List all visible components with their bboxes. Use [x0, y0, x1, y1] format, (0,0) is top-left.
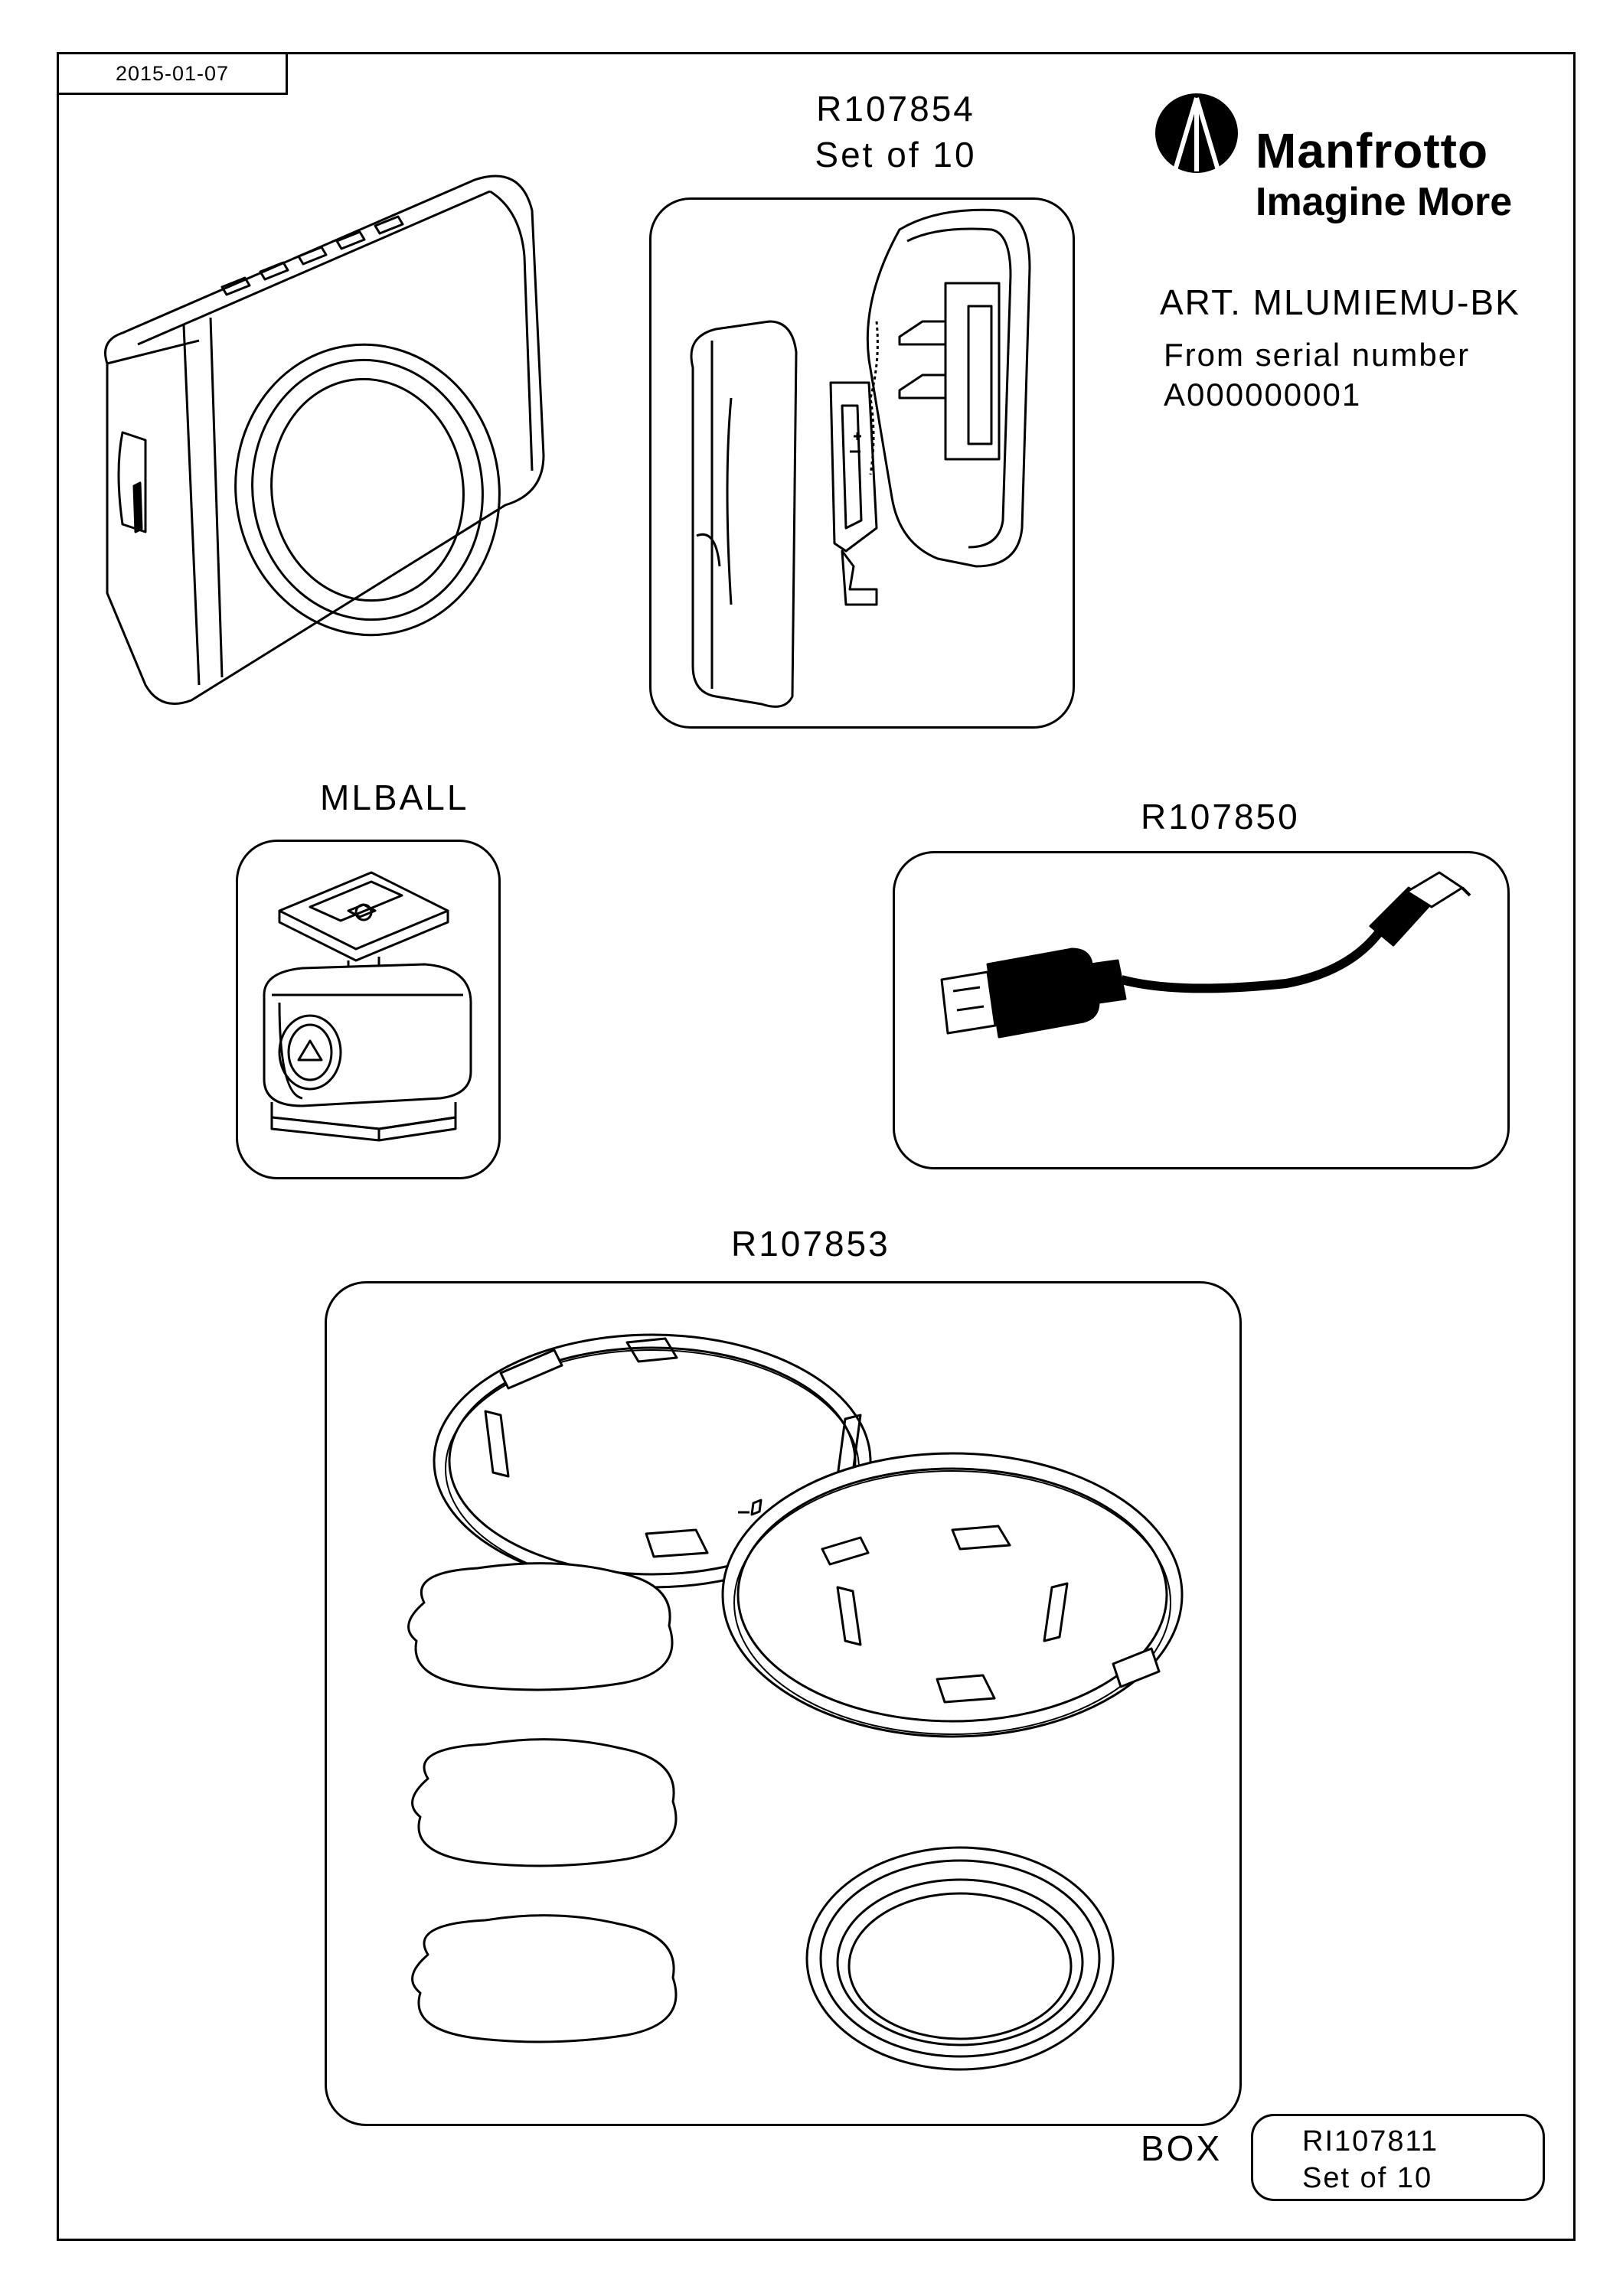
diffuser-set-illustration — [325, 1281, 1242, 2126]
mlball-code: MLBALL — [320, 778, 469, 817]
r107850-code: R107850 — [1141, 797, 1300, 837]
mlball-panel — [236, 840, 501, 1179]
r107854-panel — [649, 197, 1075, 729]
ball-head-illustration — [256, 865, 478, 1156]
r107853-code: R107853 — [731, 1224, 890, 1264]
battery-cover-illustration — [670, 207, 1060, 712]
drawing-frame — [57, 52, 1576, 2241]
box-qty: Set of 10 — [1302, 2162, 1433, 2194]
box-code: RI107811 — [1302, 2125, 1438, 2157]
r107854-code: R107854 — [816, 89, 975, 129]
article-code: ART. MLUMIEMU-BK — [1160, 282, 1520, 322]
r107854-qty: Set of 10 — [815, 135, 977, 174]
usb-cable-illustration — [934, 872, 1485, 1125]
manfrotto-logo-icon — [1155, 93, 1238, 173]
r107853-panel — [325, 1281, 1242, 2126]
serial-number: A000000001 — [1164, 377, 1362, 413]
brand-tagline: Imagine More — [1256, 180, 1513, 224]
light-unit-illustration — [92, 165, 544, 708]
box-label: BOX — [1141, 2128, 1223, 2168]
date-text: 2015-01-07 — [115, 61, 230, 85]
serial-label: From serial number — [1164, 337, 1471, 373]
box-reference: RI107811 Set of 10 — [1251, 2114, 1545, 2201]
date-stamp: 2015-01-07 — [57, 52, 288, 95]
brand-name: Manfrotto — [1256, 123, 1489, 178]
r107850-panel — [893, 851, 1510, 1169]
